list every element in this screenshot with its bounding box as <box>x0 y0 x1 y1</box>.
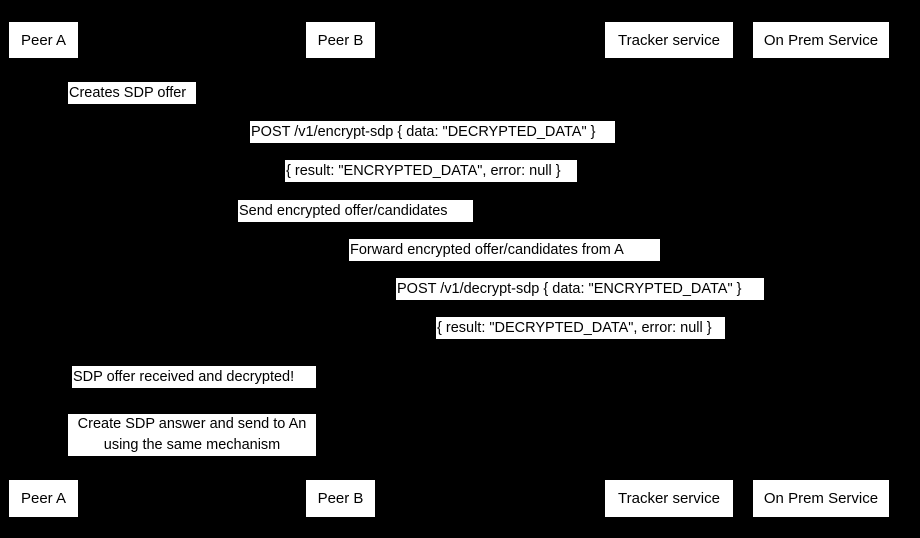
participant-footer-peer-a[interactable]: Peer A <box>9 480 78 517</box>
message-label-post-encrypt-sdp: POST /v1/encrypt-sdp { data: "DECRYPTED_… <box>250 121 615 143</box>
participant-header-peer-b[interactable]: Peer B <box>306 22 375 58</box>
message-label-decrypt-sdp-response: { result: "DECRYPTED_DATA", error: null … <box>436 317 725 339</box>
participant-header-peer-a[interactable]: Peer A <box>9 22 78 58</box>
participant-footer-tracker-service[interactable]: Tracker service <box>605 480 733 517</box>
message-label-creates-sdp-offer: Creates SDP offer <box>68 82 196 104</box>
lifeline-tracker-service <box>669 58 670 480</box>
lifeline-peer-a <box>43 58 44 480</box>
participant-label: Peer A <box>20 490 67 507</box>
participant-label: On Prem Service <box>763 31 879 49</box>
participant-footer-on-prem-service[interactable]: On Prem Service <box>753 480 889 517</box>
message-label-sdp-offer-received: SDP offer received and decrypted! <box>72 366 316 388</box>
lifeline-peer-b <box>340 58 341 480</box>
participant-header-tracker-service[interactable]: Tracker service <box>605 22 733 58</box>
message-label-send-encrypted-offer: Send encrypted offer/candidates <box>238 200 473 222</box>
participant-label: Peer B <box>317 490 364 507</box>
participant-label: Peer B <box>317 31 364 49</box>
participant-footer-peer-b[interactable]: Peer B <box>306 480 375 517</box>
message-label-forward-encrypted-offer: Forward encrypted offer/candidates from … <box>349 239 660 261</box>
lifeline-on-prem-service <box>821 58 822 480</box>
note-create-sdp-answer: Create SDP answer and send to An using t… <box>68 414 316 456</box>
participant-label: Peer A <box>20 31 67 49</box>
participant-label: Tracker service <box>618 31 720 49</box>
message-label-post-decrypt-sdp: POST /v1/decrypt-sdp { data: "ENCRYPTED_… <box>396 278 764 300</box>
participant-header-on-prem-service[interactable]: On Prem Service <box>753 22 889 58</box>
participant-label: On Prem Service <box>763 490 879 507</box>
participant-label: Tracker service <box>618 490 720 507</box>
message-label-encrypt-sdp-response: { result: "ENCRYPTED_DATA", error: null … <box>285 160 577 182</box>
